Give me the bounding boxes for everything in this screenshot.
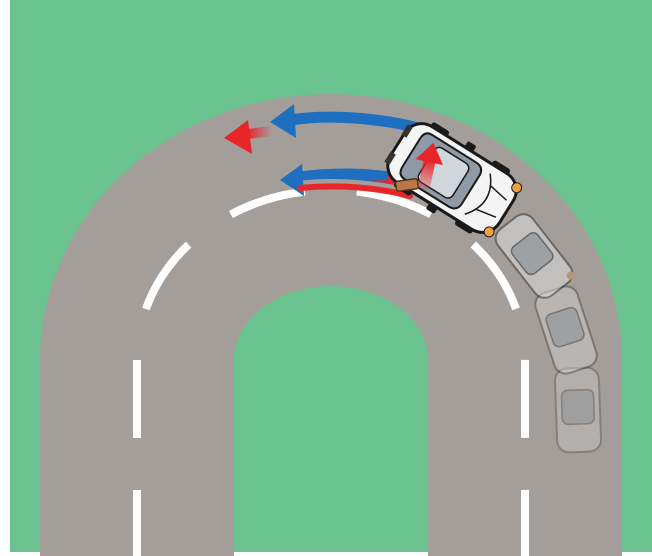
tire-scrub-mark — [395, 179, 418, 192]
intended-path-inner-blue — [300, 173, 388, 176]
actual-path-outer — [248, 131, 272, 134]
ghost-car-3 — [555, 367, 602, 452]
